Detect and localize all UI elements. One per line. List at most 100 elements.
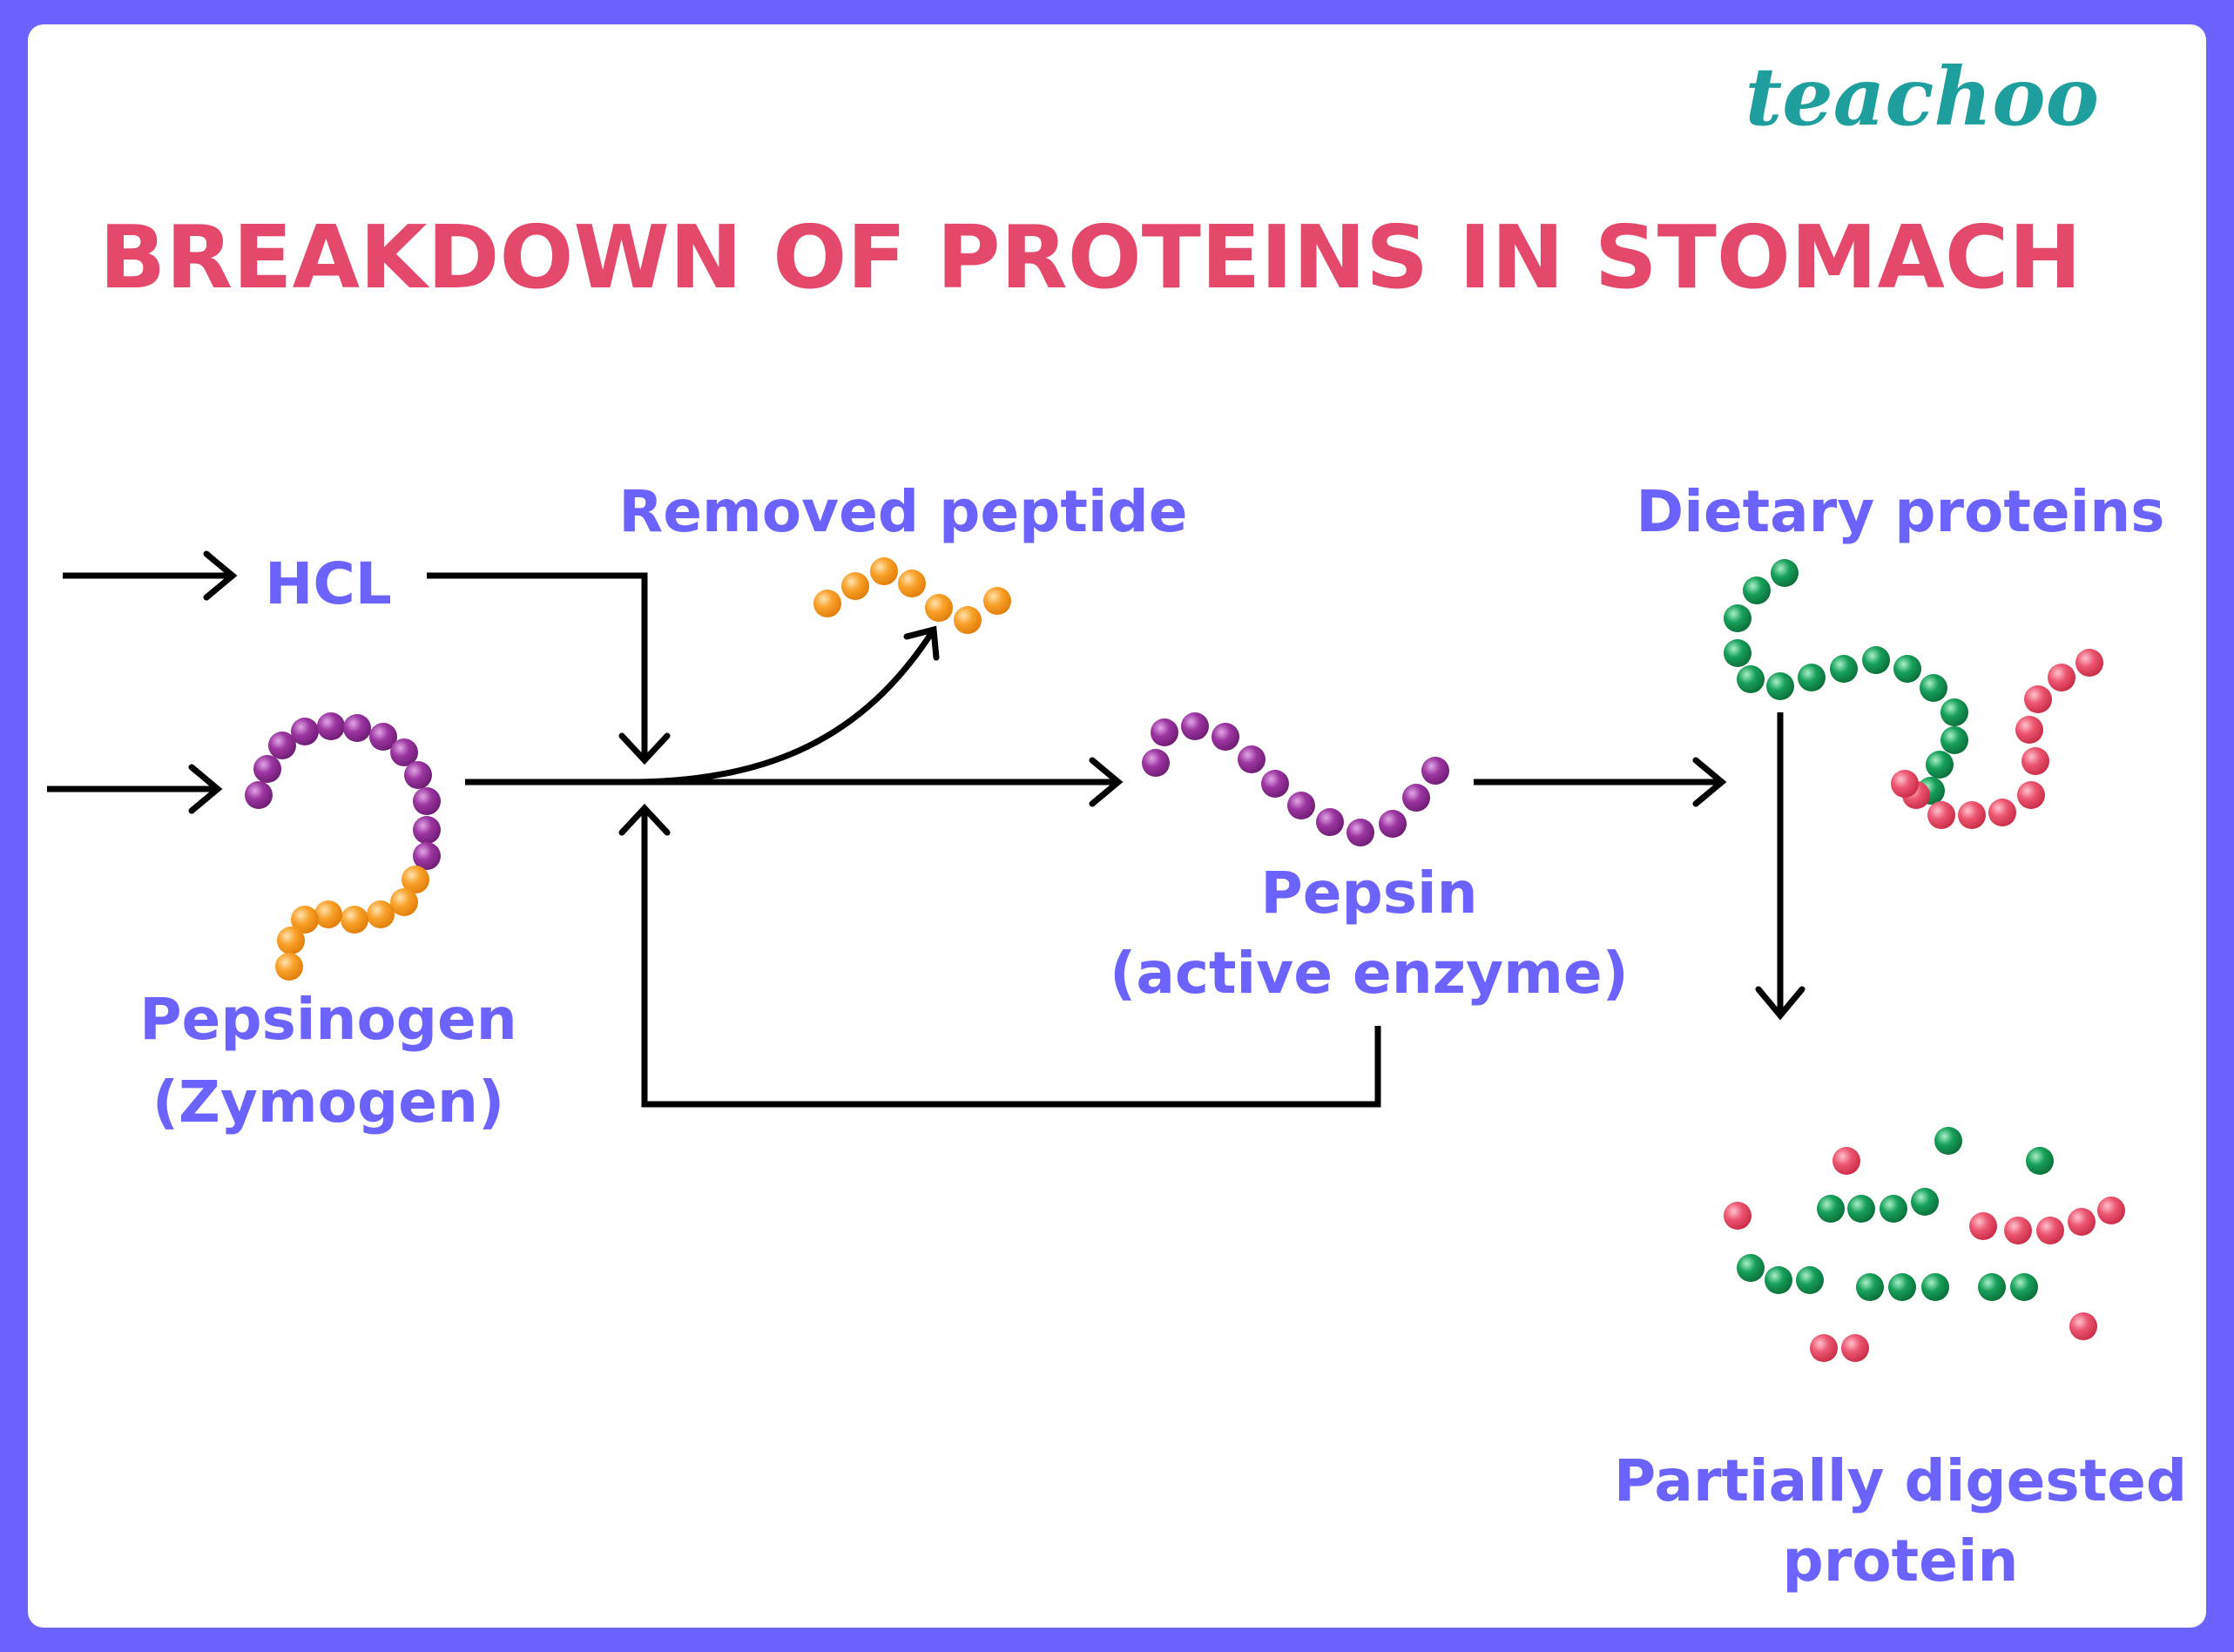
green-bead [1893, 655, 1921, 683]
red-bead [1988, 799, 2016, 826]
orange-bead [314, 900, 342, 928]
purple-bead [245, 781, 273, 809]
pepsin-to-dietary-proteins-arrow [1474, 757, 1727, 807]
orange-bead [983, 587, 1011, 615]
red-bead [1927, 801, 1955, 829]
green-bead [2010, 1273, 2038, 1301]
green-bead [1798, 664, 1826, 691]
red-bead [1832, 1147, 1860, 1175]
label-dietary-proteins: Dietary proteins [1636, 478, 2164, 545]
red-bead [1969, 1212, 1997, 1240]
red-bead [1724, 1202, 1751, 1230]
green-bead [1940, 726, 1968, 754]
label-zymogen: (Zymogen) [152, 1069, 504, 1136]
red-bead [1810, 1334, 1838, 1362]
green-bead [1743, 577, 1771, 604]
red-bead [2036, 1217, 2064, 1244]
green-bead [1771, 559, 1799, 587]
purple-bead [317, 712, 345, 740]
purple-bead [413, 787, 441, 815]
purple-bead [1261, 770, 1289, 798]
purple-bead [1181, 712, 1209, 740]
purple-bead [1211, 723, 1239, 751]
purple-bead [1346, 819, 1374, 846]
label-partially-digested: Partially digested [1614, 1447, 2187, 1514]
purple-bead [413, 816, 441, 844]
purple-bead [1379, 810, 1407, 838]
orange-bead [954, 606, 982, 634]
pepsin-feedback-loop-arrow [618, 803, 1381, 1108]
purple-bead [253, 755, 281, 783]
label-protein: protein [1782, 1527, 2018, 1595]
diagram-title: BREAKDOWN OF PROTEINS IN STOMACH [99, 206, 2082, 308]
orange-bead [367, 900, 395, 928]
hcl-to-junction-connector [427, 572, 671, 765]
arrow-into-hcl [63, 550, 238, 601]
green-bead [1796, 1266, 1824, 1294]
pepsinogen-to-pepsin-arrow [465, 757, 1124, 807]
label-pepsinogen: Pepsinogen [139, 986, 517, 1053]
purple-bead [404, 761, 432, 789]
red-bead [2048, 664, 2075, 691]
red-bead [1841, 1334, 1869, 1362]
green-bead [1830, 655, 1858, 683]
red-bead [1958, 801, 1986, 829]
red-bead [2068, 1208, 2096, 1236]
orange-bead [402, 866, 429, 893]
red-bead [2021, 747, 2049, 775]
diagram-frame: teachoo BREAKDOWN OF PROTEINS IN STOMACH… [28, 24, 2206, 1628]
red-bead [2069, 1312, 2097, 1340]
removed-peptide-molecule [813, 557, 1011, 634]
purple-bead [343, 714, 371, 742]
green-bead [1847, 1195, 1875, 1223]
green-bead [1737, 665, 1765, 693]
purple-bead [1316, 808, 1344, 836]
red-bead [2075, 649, 2103, 677]
purple-bead [413, 842, 441, 870]
green-bead [1766, 672, 1794, 700]
green-bead [1934, 1127, 1962, 1155]
red-bead [2024, 685, 2052, 713]
green-bead [1765, 1266, 1792, 1294]
purple-bead [268, 732, 296, 759]
purple-bead [1151, 718, 1178, 746]
purple-bead [1142, 749, 1170, 777]
label-active-enzyme: (active enzyme) [1110, 940, 1629, 1007]
green-bead [1737, 1254, 1765, 1282]
green-bead [1940, 698, 1968, 726]
green-bead [1880, 1195, 1907, 1223]
green-bead [1911, 1188, 1939, 1216]
purple-bead [1238, 745, 1265, 773]
purple-bead [390, 738, 418, 766]
purple-bead [1421, 757, 1449, 785]
orange-bead [841, 572, 869, 600]
green-bead [1856, 1273, 1884, 1301]
green-bead [1724, 604, 1751, 632]
red-bead [2097, 1197, 2125, 1224]
purple-bead [1287, 792, 1315, 819]
purple-bead [369, 723, 397, 751]
red-bead [2017, 781, 2045, 809]
dietary-to-digested-arrow [1755, 712, 1805, 1021]
orange-bead [870, 557, 898, 585]
orange-bead [341, 906, 368, 934]
dietary-proteins-molecule [1724, 559, 2103, 829]
pepsinogen-molecule [245, 712, 441, 981]
purple-bead [1402, 784, 1430, 812]
orange-bead [925, 594, 953, 622]
green-bead [1978, 1273, 2006, 1301]
diagram-canvas: teachoo BREAKDOWN OF PROTEINS IN STOMACH… [47, 50, 2187, 1595]
label-removed-peptide: Removed peptide [618, 478, 1187, 545]
removed-peptide-curved-arrow [628, 625, 940, 786]
red-bead [2015, 716, 2043, 744]
green-bead [1920, 674, 1947, 702]
orange-bead [275, 953, 303, 981]
orange-bead [813, 590, 841, 617]
purple-bead [291, 718, 319, 745]
teachoo-logo: teachoo [1745, 50, 2099, 144]
green-bead [1921, 1273, 1949, 1301]
green-bead [1817, 1195, 1845, 1223]
label-pepsin: Pepsin [1260, 860, 1477, 927]
pepsin-molecule [1142, 712, 1449, 846]
label-hcl: HCL [265, 550, 392, 617]
